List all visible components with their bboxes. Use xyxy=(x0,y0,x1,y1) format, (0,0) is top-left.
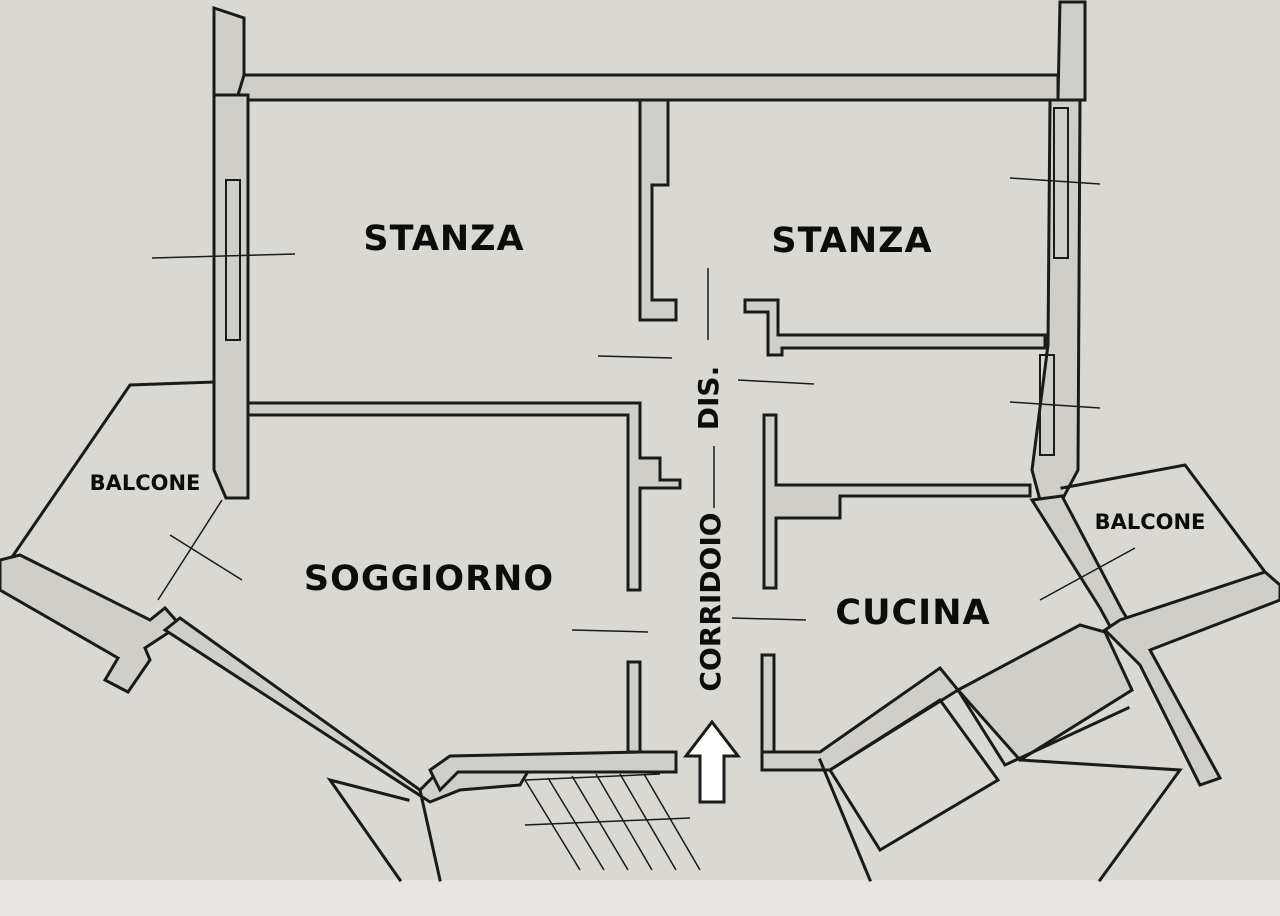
room-label-stanza-left: STANZA xyxy=(363,219,524,259)
entrance-arrow-icon xyxy=(682,719,742,804)
room-label-soggiorno: SOGGIORNO xyxy=(304,559,554,599)
right-balcony xyxy=(818,463,1280,883)
window-right-top xyxy=(1009,107,1101,259)
room-label-corridoio: CORRIDOIO xyxy=(694,512,727,691)
interior-walls xyxy=(246,98,1047,754)
window-left-top xyxy=(151,179,296,341)
facade-bottom xyxy=(326,665,961,883)
room-label-dis: DIS. xyxy=(692,366,725,430)
stairs xyxy=(524,773,701,871)
outer-walls xyxy=(212,0,1087,502)
room-label-balcone-right: BALCONE xyxy=(1095,510,1206,534)
room-label-cucina: CUCINA xyxy=(835,593,990,633)
door-marks xyxy=(571,268,815,633)
room-label-stanza-right: STANZA xyxy=(771,221,932,261)
window-right-mid xyxy=(1009,354,1101,456)
bottom-strip xyxy=(0,880,1280,916)
room-label-balcone-left: BALCONE xyxy=(90,471,201,495)
